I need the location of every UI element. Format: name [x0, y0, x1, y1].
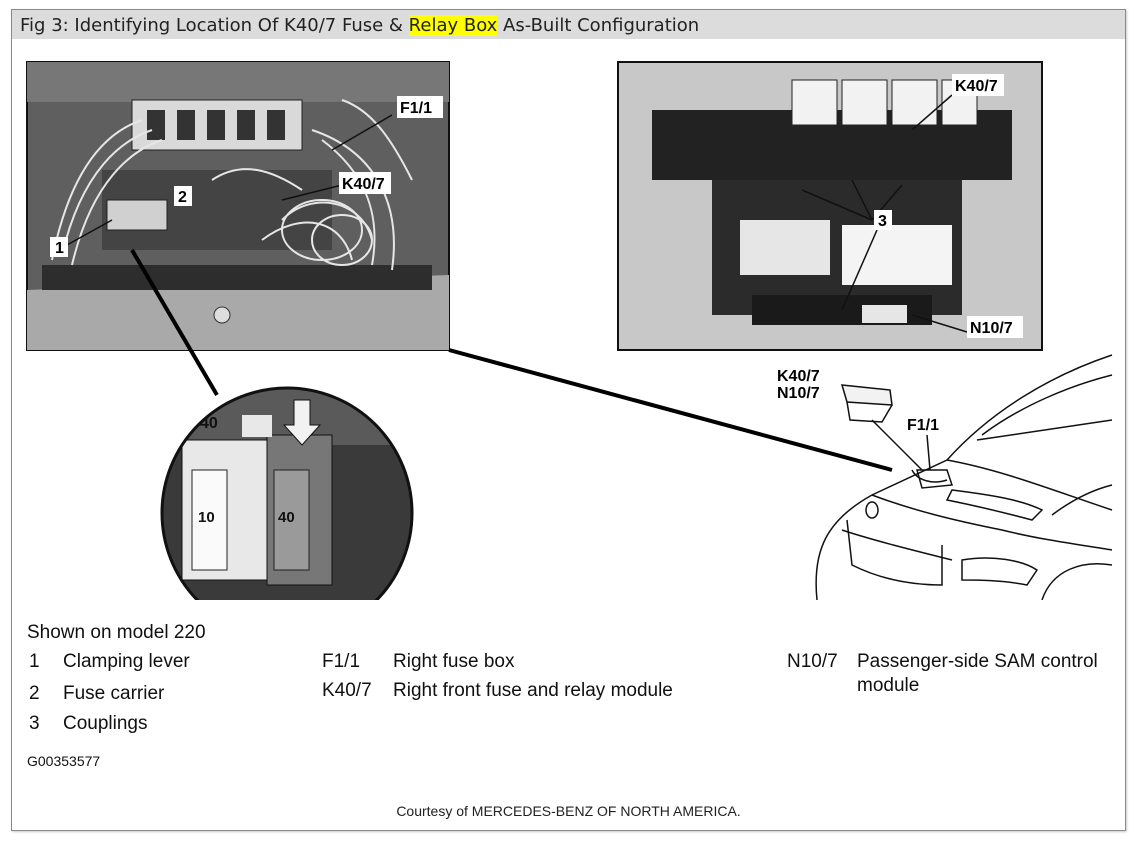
callout-3: 3	[878, 213, 887, 230]
legend-label-couplings: Couplings	[63, 713, 148, 734]
legend-label-sam-line1: Passenger-side SAM control	[857, 651, 1098, 672]
legend-label-right-fuse-box: Right fuse box	[393, 651, 515, 672]
callout-k40-7: K40/7	[342, 176, 385, 193]
shown-on-model: Shown on model 220	[27, 622, 206, 643]
legend-code-k40-7: K40/7	[322, 680, 372, 701]
callout-n10-7: N10/7	[970, 320, 1013, 337]
callout-f1-1: F1/1	[400, 100, 432, 117]
diagram-illustration: F1/1 K40/7 2 1	[26, 61, 1113, 600]
legend-label-fuse-carrier: Fuse carrier	[63, 683, 165, 704]
title-prefix: Fig 3: Identifying Location Of K40/7 Fus…	[20, 15, 409, 36]
car-callout-n10-7: N10/7	[777, 385, 820, 402]
legend-num-3: 3	[29, 713, 40, 734]
zoom-label-40: 40	[200, 415, 218, 432]
title-bar: Fig 3: Identifying Location Of K40/7 Fus…	[12, 10, 1125, 39]
callout-1: 1	[55, 240, 64, 257]
legend-code-n10-7: N10/7	[787, 651, 838, 672]
figure-frame: Fig 3: Identifying Location Of K40/7 Fus…	[11, 9, 1126, 831]
figure-id: G00353577	[27, 753, 101, 769]
zoom-detail-fuses: 40 10 40	[160, 386, 414, 600]
figure-title: Fig 3: Identifying Location Of K40/7 Fus…	[20, 15, 699, 36]
car-callout-k40-7: K40/7	[777, 368, 820, 385]
title-suffix: As-Built Configuration	[497, 15, 700, 36]
legend-num-2: 2	[29, 683, 40, 704]
photo-fuse-box-wiring: F1/1 K40/7 2 1	[26, 61, 450, 351]
callout-k40-7-module: K40/7	[955, 78, 998, 95]
title-highlight: Relay Box	[408, 15, 498, 36]
zoom-label-10: 10	[198, 509, 215, 526]
legend-label-clamping-lever: Clamping lever	[63, 651, 190, 672]
zoom-label-40-fuse: 40	[278, 509, 295, 526]
photo-relay-module: K40/7 3 N10/7	[617, 61, 1043, 351]
car-callout-f1-1: F1/1	[907, 417, 939, 434]
legend-num-1: 1	[29, 651, 40, 672]
legend-code-f1-1: F1/1	[322, 651, 361, 672]
legend-label-right-front-fuse-relay: Right front fuse and relay module	[393, 680, 673, 701]
legend-label-sam-line2: module	[857, 675, 920, 696]
courtesy-line: Courtesy of MERCEDES-BENZ OF NORTH AMERI…	[396, 803, 741, 819]
car-outline	[815, 354, 1113, 600]
callout-2: 2	[178, 189, 187, 206]
